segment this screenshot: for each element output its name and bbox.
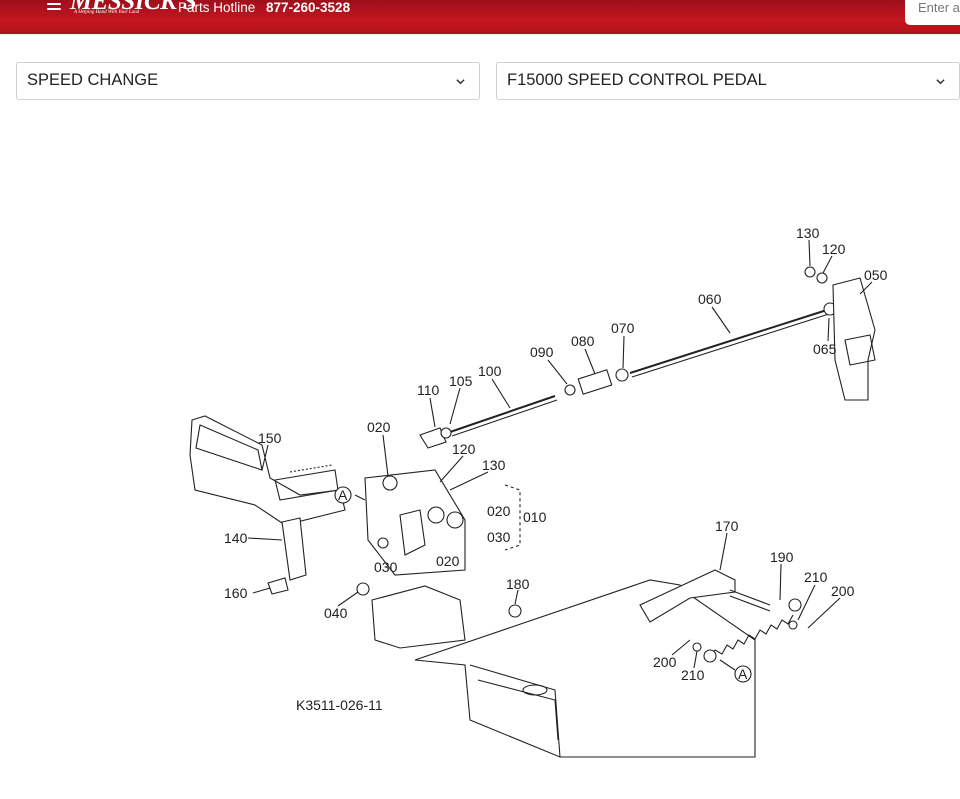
- messicks-logo[interactable]: MESSICK'S A Helping Hand With Your Land: [70, 0, 197, 20]
- site-header: MESSICK'S A Helping Hand With Your Land …: [0, 0, 960, 34]
- callout-label[interactable]: 160: [224, 585, 248, 601]
- logo-text: MESSICK'S: [70, 0, 197, 15]
- callout-label[interactable]: 010: [523, 509, 547, 525]
- callout-label[interactable]: 130: [482, 457, 506, 473]
- callout-label[interactable]: 120: [452, 441, 476, 457]
- logo-tagline: A Helping Hand With Your Land: [74, 10, 140, 15]
- parts-diagram-drawing: 130 120 050 060 065 070 080 090 100 105 …: [189, 225, 888, 758]
- callout-label[interactable]: 105: [449, 373, 473, 389]
- callout-label[interactable]: 150: [258, 430, 282, 446]
- callout-label[interactable]: 065: [813, 341, 837, 357]
- callout-label[interactable]: 200: [831, 583, 855, 599]
- callout-label[interactable]: 070: [611, 320, 635, 336]
- category-select-value: SPEED CHANGE: [27, 71, 159, 89]
- callout-label[interactable]: 210: [681, 667, 705, 683]
- hotline-label: Parts Hotline: [178, 0, 256, 15]
- callout-label[interactable]: 030: [374, 559, 398, 575]
- assembly-select[interactable]: F15000 SPEED CONTROL PEDAL: [496, 62, 960, 100]
- callout-label[interactable]: 090: [530, 344, 554, 360]
- selector-bar: SPEED CHANGE F15000 SPEED CONTROL PEDAL: [0, 34, 960, 104]
- callout-label[interactable]: 130: [796, 225, 820, 241]
- callout-label[interactable]: 100: [478, 363, 502, 379]
- callout-label[interactable]: A: [738, 666, 748, 682]
- rod-060: [629, 308, 831, 374]
- callout-label[interactable]: 140: [224, 530, 248, 546]
- callout-label[interactable]: 050: [864, 267, 888, 283]
- callout-label[interactable]: 030: [487, 529, 511, 545]
- category-select[interactable]: SPEED CHANGE: [16, 62, 480, 100]
- callout-label[interactable]: 210: [804, 569, 828, 585]
- callout-label[interactable]: 120: [822, 241, 846, 257]
- callout-label[interactable]: 190: [770, 549, 794, 565]
- callout-label[interactable]: 170: [715, 518, 739, 534]
- callout-label[interactable]: 080: [571, 333, 595, 349]
- chevron-down-icon: [456, 79, 465, 85]
- callout-label[interactable]: 020: [367, 419, 391, 435]
- parts-diagram: 130 120 050 060 065 070 080 090 100 105 …: [0, 104, 960, 799]
- callout-label[interactable]: A: [338, 487, 348, 503]
- hotline-number[interactable]: 877-260-3528: [266, 0, 351, 15]
- callout-label[interactable]: 180: [506, 576, 530, 592]
- chevron-down-icon: [936, 79, 945, 85]
- callout-label[interactable]: 200: [653, 654, 677, 670]
- callout-label[interactable]: 020: [487, 503, 511, 519]
- callout-labels: 130 120 050 060 065 070 080 090 100 105 …: [224, 225, 888, 713]
- callout-label[interactable]: 110: [417, 382, 440, 398]
- assembly-select-value: F15000 SPEED CONTROL PEDAL: [507, 71, 767, 89]
- hamburger-icon[interactable]: [47, 0, 61, 10]
- callout-label[interactable]: 060: [698, 291, 722, 307]
- callout-label[interactable]: 020: [436, 553, 460, 569]
- drawing-code: K3511-026-11: [296, 697, 383, 713]
- search-input[interactable]: Enter a: [905, 0, 960, 25]
- callout-label[interactable]: 040: [324, 605, 348, 621]
